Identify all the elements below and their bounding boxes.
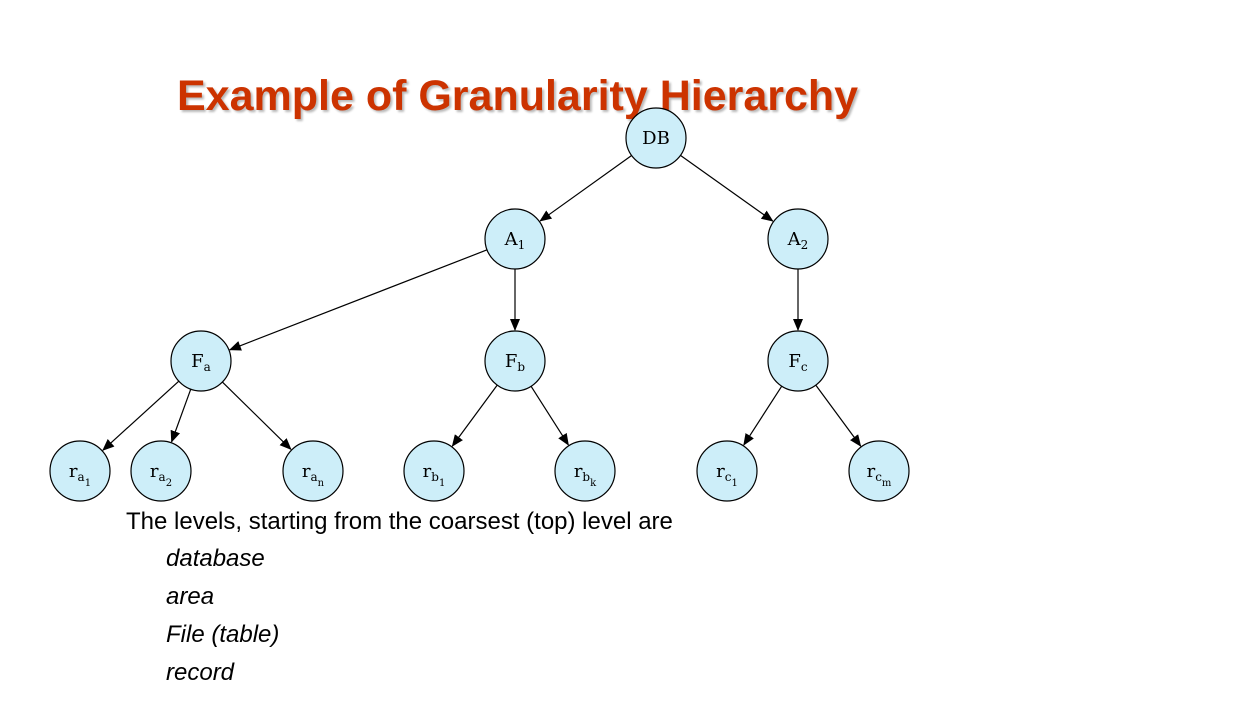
node-label-rcm: rcm <box>867 461 892 489</box>
node-label-ran: ran <box>302 461 325 489</box>
node-circle-fa <box>170 330 232 392</box>
edge-db-to-a2 <box>680 154 774 222</box>
node-label-db: DB <box>642 128 670 149</box>
node-circle-ra1 <box>49 440 111 502</box>
node-label-ra2: ra2 <box>150 461 172 489</box>
node-circle-fc <box>767 330 829 392</box>
node-label-a2: A2 <box>787 229 809 252</box>
slide-title: Example of Granularity Hierarchy <box>177 72 859 120</box>
node-label-ra1: ra1 <box>69 461 91 489</box>
node-label-fc: Fc <box>788 351 808 374</box>
node-rbk: rbk <box>554 440 616 502</box>
edge-fb-to-rb1 <box>451 384 498 447</box>
node-rc1: rc1 <box>696 440 758 502</box>
node-circle-fb <box>484 330 546 392</box>
level-item-database: database <box>166 545 265 572</box>
level-item-file: File (table) <box>166 621 280 648</box>
level-item-area: area <box>166 583 215 610</box>
node-label-rc1: rc1 <box>716 461 738 489</box>
node-ra2: ra2 <box>130 440 192 502</box>
node-label-a1: A1 <box>504 229 526 252</box>
edge-db-to-a1 <box>539 154 632 222</box>
node-db: DB <box>625 107 687 169</box>
node-a2: A2 <box>767 208 829 270</box>
edge-fc-to-rcm <box>815 384 862 447</box>
node-circle-a1 <box>484 208 546 270</box>
edge-fa-to-ra1 <box>102 380 180 451</box>
node-circle-ran <box>282 440 344 502</box>
node-circle-rbk <box>554 440 616 502</box>
node-circle-db <box>625 107 687 169</box>
node-label-fa: Fa <box>191 351 211 374</box>
node-circle-rb1 <box>403 440 465 502</box>
node-circle-a2 <box>767 208 829 270</box>
node-fa: Fa <box>170 330 232 392</box>
levels-intro: The levels, starting from the coarsest (… <box>126 508 673 535</box>
edge-fa-to-ra2 <box>170 388 192 443</box>
node-ran: ran <box>282 440 344 502</box>
edge-a1-to-fa <box>228 249 488 351</box>
node-label-rb1: rb1 <box>423 461 446 489</box>
edge-fc-to-rc1 <box>743 385 783 446</box>
edge-fa-to-ran <box>221 381 292 450</box>
levels-description: The levels, starting from the coarsest (… <box>126 507 673 696</box>
node-ra1: ra1 <box>49 440 111 502</box>
node-circle-rc1 <box>696 440 758 502</box>
node-circle-ra2 <box>130 440 192 502</box>
edge-fb-to-rbk <box>530 385 569 446</box>
node-fc: Fc <box>767 330 829 392</box>
level-item-record: record <box>166 659 235 686</box>
node-label-rbk: rbk <box>574 461 597 489</box>
node-circle-rcm <box>848 440 910 502</box>
node-rcm: rcm <box>848 440 910 502</box>
node-label-fb: Fb <box>505 351 526 374</box>
node-a1: A1 <box>484 208 546 270</box>
levels-list: database area File (table) record <box>126 544 673 688</box>
node-fb: Fb <box>484 330 546 392</box>
tree-edges <box>102 154 862 451</box>
node-rb1: rb1 <box>403 440 465 502</box>
